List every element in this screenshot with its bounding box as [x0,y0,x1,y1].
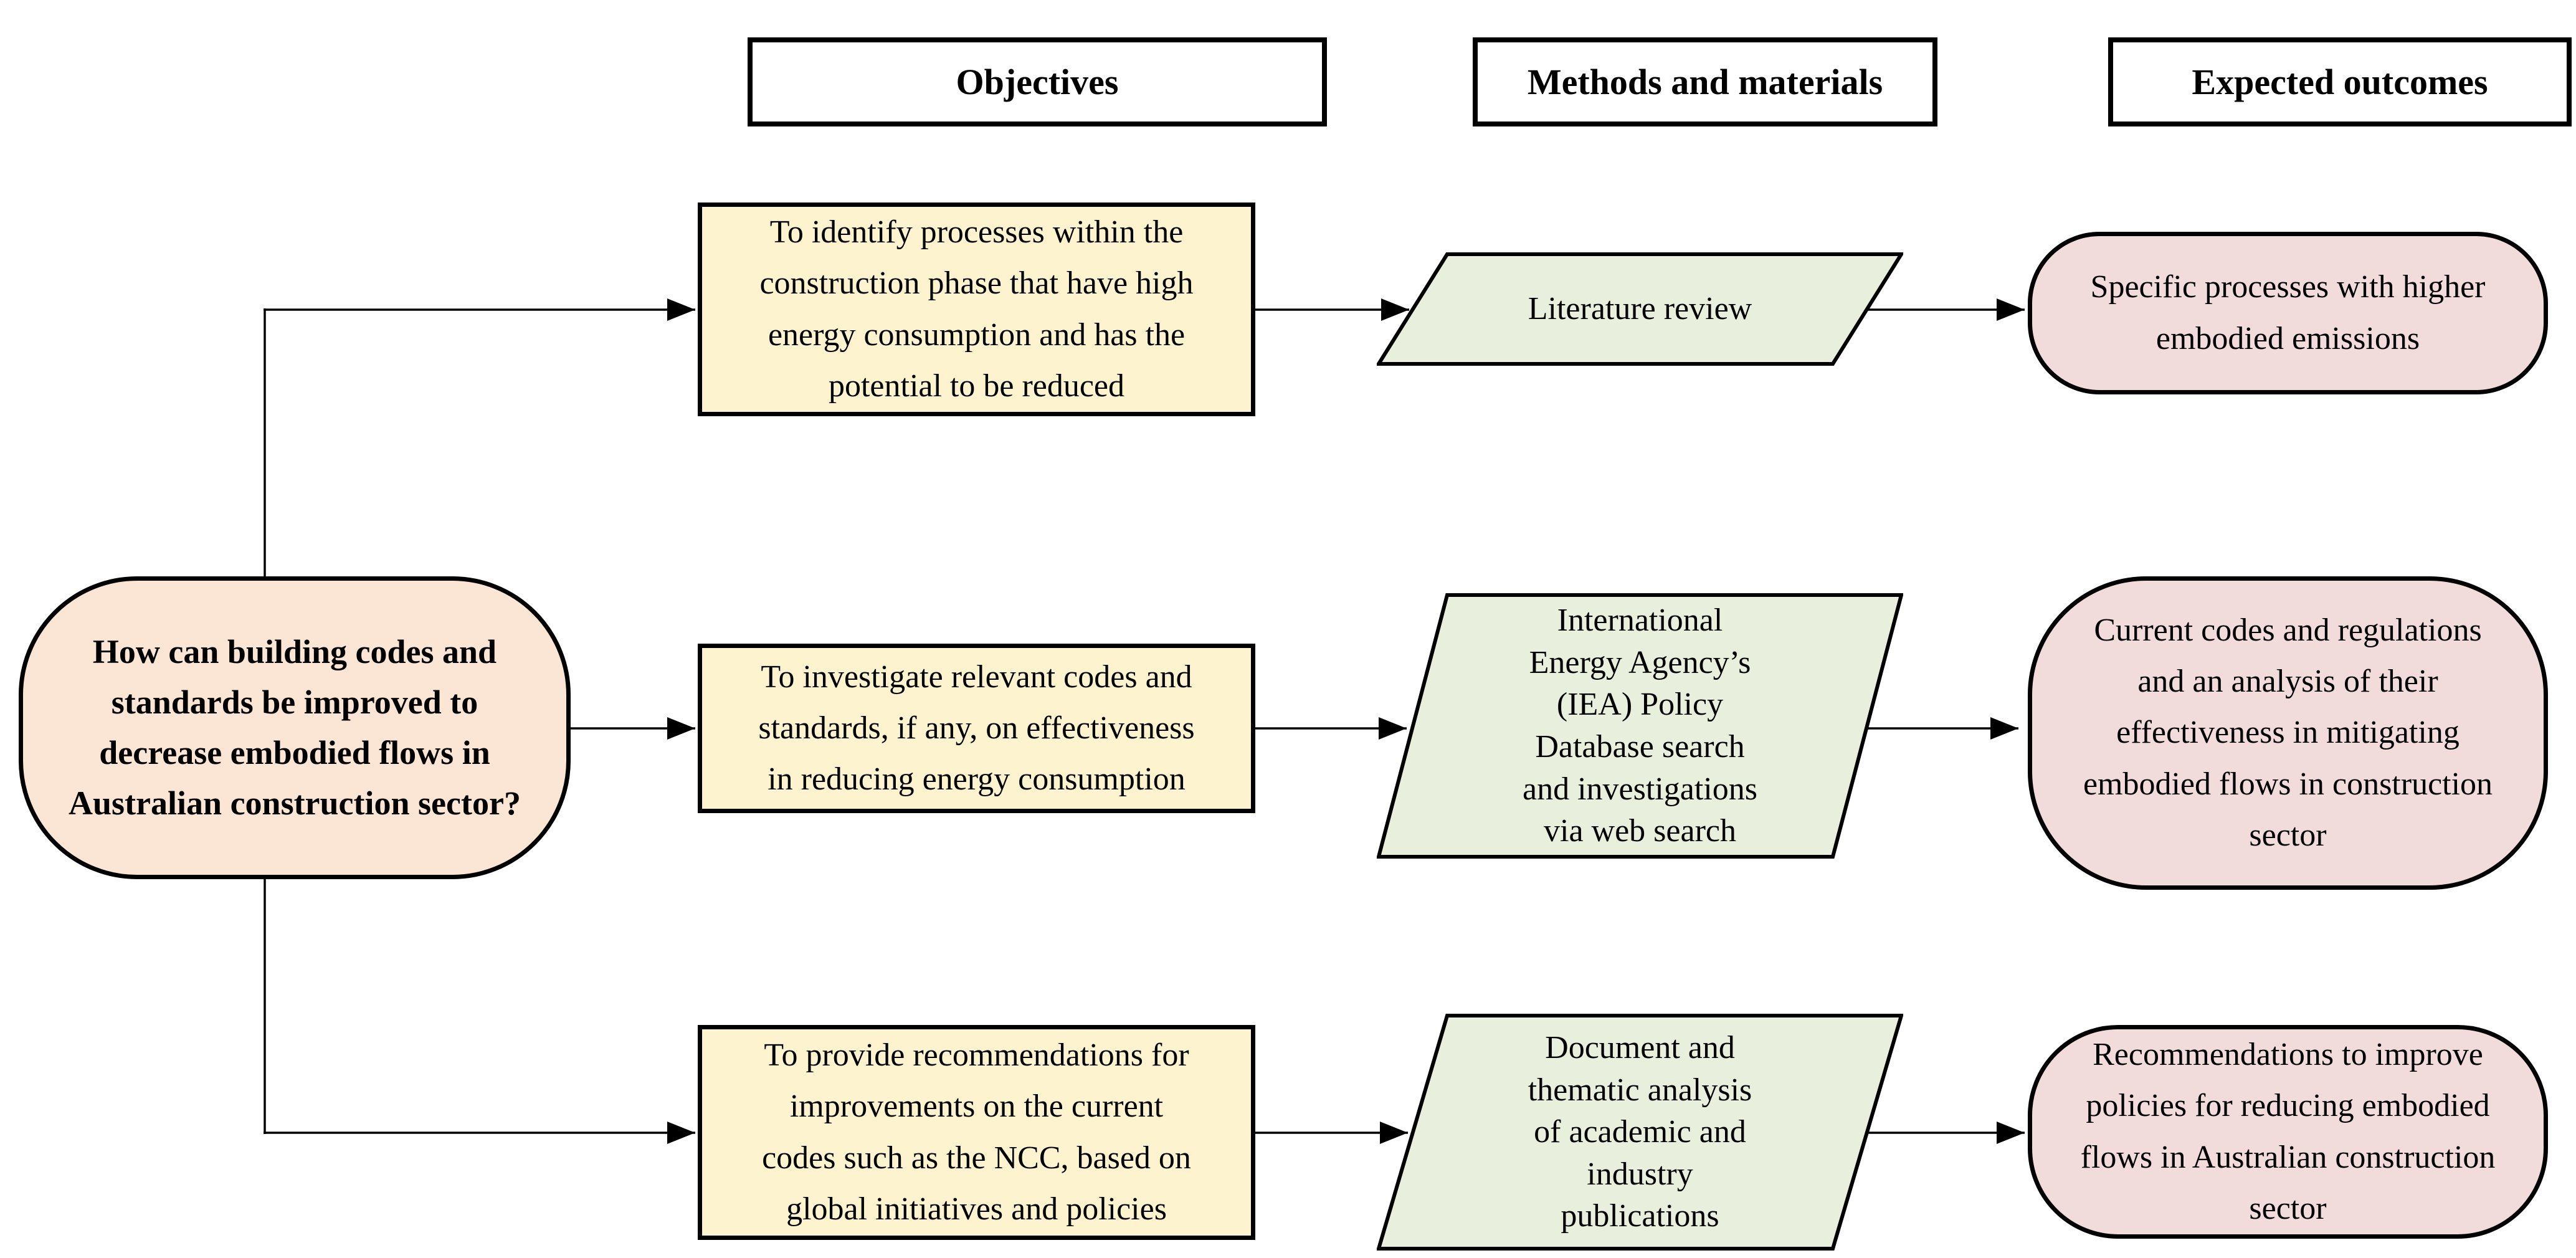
objective-text-1: To identify processes within the constru… [759,214,1194,404]
outcome-box-1: Specific processes with higher embodied … [2028,232,2548,394]
method-text-2: International Energy Agency’s (IEA) Poli… [1523,603,1757,849]
column-header-outcomes: Expected outcomes [2108,37,2572,126]
outcome-text-2: Current codes and regulations and an ana… [2083,612,2493,853]
parallelogram-shape-1 [1377,252,1903,366]
method-parallelogram-2: International Energy Agency’s (IEA) Poli… [1377,593,1903,859]
method-text-1: Literature review [1528,291,1752,327]
method-parallelogram-1: Literature review [1377,252,1903,366]
method-parallelogram-3: Document and thematic analysis of academ… [1377,1014,1903,1251]
outcome-box-2: Current codes and regulations and an ana… [2028,576,2548,890]
parallelogram-shape-2 [1377,593,1903,859]
column-header-objectives-label: Objectives [956,62,1119,102]
objective-box-1: To identify processes within the constru… [698,203,1255,416]
outcome-text-1: Specific processes with higher embodied … [2090,269,2486,356]
parallelogram-shape-3 [1377,1014,1903,1251]
research-question-box: How can building codes and standards be … [19,576,571,879]
column-header-objectives: Objectives [748,37,1327,126]
objective-text-3: To provide recommendations for improveme… [762,1037,1191,1227]
objective-box-3: To provide recommendations for improveme… [698,1025,1255,1240]
objective-text-2: To investigate relevant codes and standa… [758,659,1195,798]
outcome-text-3: Recommendations to improve policies for … [2080,1037,2496,1226]
column-header-methods-label: Methods and materials [1527,62,1883,102]
objective-box-2: To investigate relevant codes and standa… [698,644,1255,813]
column-header-methods: Methods and materials [1473,37,1937,126]
method-text-3: Document and thematic analysis of academ… [1528,1030,1752,1234]
research-question-text: How can building codes and standards be … [69,633,521,822]
outcome-box-3: Recommendations to improve policies for … [2028,1025,2548,1239]
column-header-outcomes-label: Expected outcomes [2192,62,2488,102]
